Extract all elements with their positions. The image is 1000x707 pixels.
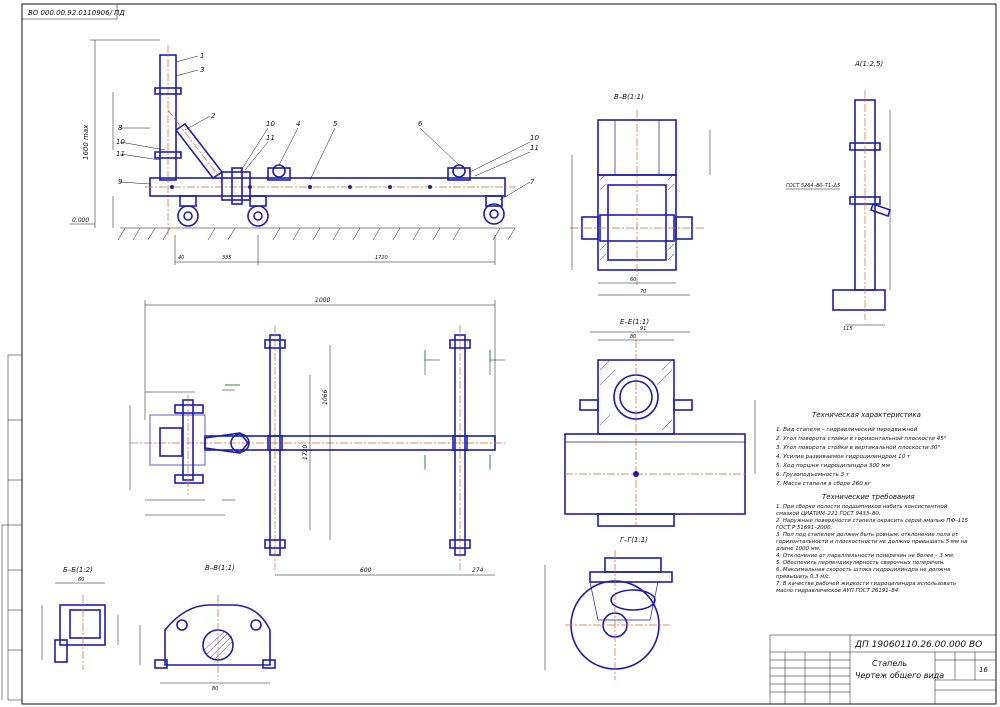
dim-60: 60 bbox=[630, 277, 636, 283]
callout-10b: 10 bbox=[266, 120, 275, 128]
callout-11c: 11 bbox=[530, 144, 539, 152]
dim-80b: 80 bbox=[212, 686, 218, 692]
plan-view: 1000 1066 1720 600 274 bbox=[129, 297, 505, 576]
section-bb-view: Б–Б(1:2) 60 bbox=[41, 566, 119, 670]
requirements-block: Технические требования bbox=[822, 493, 915, 501]
callout-10c: 10 bbox=[530, 134, 539, 142]
specs-title: Техническая характеристика bbox=[812, 411, 921, 419]
callout-10: 10 bbox=[116, 138, 125, 146]
mirror-code: ВО 000.00.92.0110906/ ПД bbox=[28, 9, 125, 17]
requirement-item: 1. При сборке полости подшипников набить… bbox=[776, 504, 948, 517]
dim-1066: 1066 bbox=[322, 390, 329, 405]
title-block: ДП 19060110.26.00.000 ВО Стапель Чертеж … bbox=[769, 634, 997, 705]
doc-code: ДП 19060110.26.00.000 ВО bbox=[854, 640, 982, 650]
spec-item: 2. Угол поворота стойки в горизонтальной… bbox=[776, 436, 947, 442]
dim-70: 70 bbox=[640, 289, 646, 295]
sheet-number: 16 bbox=[979, 666, 988, 674]
section-gg-view: Г–Г(1:1) bbox=[544, 536, 673, 680]
section-vv-title: В–В(1:1) bbox=[614, 93, 644, 101]
dim-1720: 1720 bbox=[375, 255, 388, 261]
callout-7: 7 bbox=[530, 178, 535, 186]
spec-item: 6. Грузоподъемность 3 т bbox=[776, 472, 850, 478]
dim-80: 80 bbox=[630, 334, 636, 340]
drawing-subtitle: Чертеж общего вида bbox=[855, 671, 944, 680]
spec-item: 4. Усилие развиваемое гидроцилиндром 10 … bbox=[776, 454, 911, 460]
requirement-item: 6. Максимальная скорость штока гидроцили… bbox=[776, 567, 951, 580]
detail-a-title: А(1:2,5) bbox=[854, 60, 883, 68]
dim-274: 274 bbox=[472, 567, 484, 574]
callout-11: 11 bbox=[116, 150, 125, 158]
requirements-list: 1. При сборке полости подшипников набить… bbox=[776, 504, 972, 595]
drawing-title: Стапель bbox=[872, 659, 907, 668]
section-vv2-title: В–В(1:1) bbox=[205, 564, 235, 572]
section-bb-title: Б–Б(1:2) bbox=[63, 566, 93, 574]
section-ee-title: Е–Е(1:1) bbox=[620, 318, 649, 326]
spec-item: 5. Ход поршня гидроцилиндра 300 мм bbox=[776, 463, 891, 469]
dim-40: 40 bbox=[178, 255, 184, 261]
caster-wheels bbox=[177, 195, 505, 227]
requirements-title: Технические требования bbox=[822, 493, 915, 501]
dim-115: 115 bbox=[843, 326, 853, 332]
callout-9: 9 bbox=[118, 178, 123, 186]
detail-a-view: А(1:2,5) 115 ГОСТ 5264–80–Т1–Δ5 bbox=[786, 60, 892, 332]
callout-6: 6 bbox=[418, 120, 423, 128]
callout-8: 8 bbox=[118, 124, 123, 132]
requirement-item: 4. Отклонение от параллельности поперечи… bbox=[776, 553, 955, 559]
dim-1720b: 1720 bbox=[302, 445, 309, 460]
gost-note: ГОСТ 5264–80–Т1–Δ5 bbox=[786, 183, 840, 189]
dim-335: 335 bbox=[222, 255, 232, 261]
level-zero: 0.000 bbox=[72, 217, 89, 224]
dim-600: 600 bbox=[360, 567, 372, 574]
callout-1: 1 bbox=[200, 52, 204, 60]
section-gg-title: Г–Г(1:1) bbox=[620, 536, 648, 544]
requirement-item: 7. В качестве рабочей жидкости гидроцили… bbox=[776, 581, 957, 594]
side-view: 1 3 2 8 10 11 9 4 5 6 10 11 10 11 7 1600… bbox=[70, 39, 539, 265]
spec-item: 3. Угол поворота стойки в вертикальной п… bbox=[776, 445, 940, 451]
requirement-item: 5. Обеспечить перпендикулярность сварочн… bbox=[776, 560, 945, 566]
requirement-item: 3. Пол под стапелем должен быть ровным, … bbox=[776, 532, 968, 552]
dim-91: 91 bbox=[640, 326, 646, 332]
callout-4: 4 bbox=[296, 120, 300, 128]
callout-2: 2 bbox=[211, 112, 216, 120]
spec-item: 1. Вид стапеля – гидравлический передвиж… bbox=[776, 427, 918, 433]
sheet-frame bbox=[21, 3, 997, 705]
section-vv2-view: В–В(1:1) 80 bbox=[139, 564, 276, 692]
spec-block: Техническая характеристика 1. Вид стапел… bbox=[776, 411, 947, 487]
callout-5: 5 bbox=[333, 120, 338, 128]
requirement-item: 2. Наружные поверхности стапеля окрасить… bbox=[776, 518, 969, 531]
spec-item: 7. Масса стапеля в сборе 260 кг bbox=[776, 481, 871, 487]
section-vv-view: В–В(1:1) 60 70 bbox=[570, 93, 711, 296]
mirror-code-box: ВО 000.00.92.0110906/ ПД bbox=[21, 3, 125, 20]
dim-60b: 60 bbox=[78, 577, 84, 583]
left-strip bbox=[1, 354, 23, 701]
height-dim: 1600 max bbox=[82, 124, 90, 160]
dim-1000: 1000 bbox=[315, 297, 330, 304]
section-ee-view: Е–Е(1:1) 80 91 bbox=[564, 318, 756, 527]
callout-11b: 11 bbox=[266, 134, 275, 142]
callout-3: 3 bbox=[200, 66, 204, 74]
